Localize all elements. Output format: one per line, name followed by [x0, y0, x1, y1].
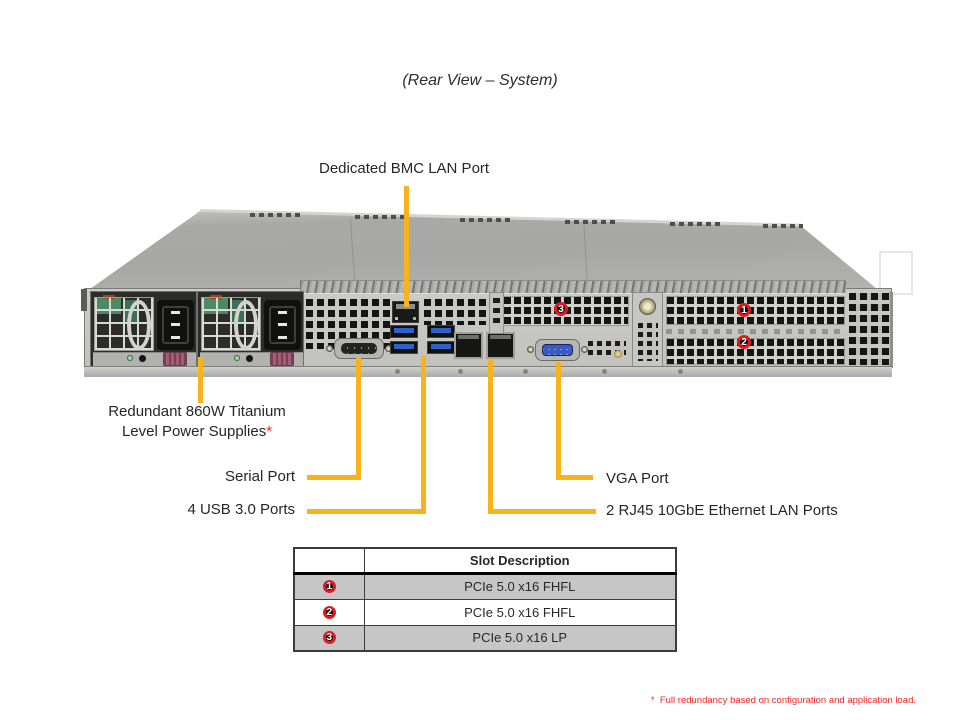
callout-line-bmc	[404, 186, 409, 307]
psu-release-latch	[270, 352, 294, 366]
usb3-port-4	[427, 341, 455, 354]
slot-2-badge: 2	[737, 335, 751, 349]
antenna-mount	[614, 350, 622, 358]
table-row: 2 PCIe 5.0 x16 FHFL	[293, 598, 677, 626]
table-row: 3 PCIe 5.0 x16 LP	[293, 624, 677, 652]
callout-label-usb: 4 USB 3.0 Ports	[187, 501, 295, 518]
psu-release-latch	[163, 352, 187, 366]
callout-line-usb	[421, 356, 426, 514]
slot-description-cell: PCIe 5.0 x16 FHFL	[363, 572, 677, 600]
rail-screw	[395, 369, 400, 374]
top-vent-dashes	[250, 213, 302, 217]
psu-status-led	[127, 355, 133, 361]
riser-bracket	[632, 292, 663, 368]
rack-ear-outline	[879, 251, 913, 295]
callout-line-psu	[198, 357, 203, 403]
rail-screw	[523, 369, 528, 374]
bracket-holes	[638, 323, 658, 361]
slot-description-cell: PCIe 5.0 x16 FHFL	[363, 598, 677, 626]
psu-vent-hole	[246, 355, 253, 362]
rj45-lan-port-1	[454, 332, 483, 359]
rail-screw	[678, 369, 683, 374]
callout-label-power-supplies: Redundant 860W Titanium Level Power Supp…	[84, 402, 310, 442]
top-vent-dashes	[565, 220, 617, 224]
callout-label-lan: 2 RJ45 10GbE Ethernet LAN Ports	[606, 502, 838, 519]
table-row: 1 PCIe 5.0 x16 FHFL	[293, 572, 677, 600]
psu-status-led	[234, 355, 240, 361]
io-bracket	[489, 292, 504, 334]
redundancy-footnote: * Full redundancy based on configuration…	[650, 695, 916, 706]
table-header-cell: Slot Description	[363, 547, 677, 575]
thumbscrew	[639, 298, 656, 315]
port-screw	[326, 345, 333, 352]
psu-label-line2: Level Power Supplies*	[121, 423, 273, 440]
callout-label-serial: Serial Port	[224, 468, 295, 485]
footnote-asterisk: *	[266, 423, 273, 440]
slot-3-badge: 3	[322, 631, 336, 645]
top-vent-dashes	[763, 224, 803, 228]
top-vent-dashes	[670, 222, 722, 226]
slot-separator	[666, 329, 845, 334]
callout-label-vga: VGA Port	[606, 470, 669, 487]
psu-handle	[127, 300, 151, 350]
ac-power-inlet	[264, 300, 301, 350]
slot-description-table: Slot Description 1 PCIe 5.0 x16 FHFL 2 P…	[293, 547, 677, 652]
usb3-port-2	[427, 325, 455, 338]
serial-port	[334, 338, 384, 359]
right-vent-grid	[849, 293, 890, 365]
ac-power-inlet	[157, 300, 194, 350]
chassis-right-edge	[889, 292, 893, 368]
callout-line-usb	[307, 509, 426, 514]
chassis-left-edge	[81, 289, 87, 311]
port-screw	[527, 346, 534, 353]
callout-line-lan	[488, 360, 493, 514]
slot-1-badge: 1	[737, 303, 751, 317]
panel-vent-holes	[424, 299, 501, 325]
top-vent-dashes	[460, 218, 512, 222]
port-screw	[581, 346, 588, 353]
top-vent-dashes	[355, 215, 407, 219]
slot-1-badge: 1	[322, 580, 336, 593]
psu-handle	[234, 300, 258, 350]
psu-label-line1: Redundant 860W Titanium	[108, 403, 286, 420]
power-supply-module-2	[197, 291, 304, 367]
power-supply-module-1	[90, 291, 197, 367]
slot-2-badge: 2	[322, 605, 336, 619]
rail-screw	[458, 369, 463, 374]
usb3-port-1	[390, 325, 418, 338]
psu-vent-hole	[139, 355, 146, 362]
slot-description-cell: PCIe 5.0 x16 LP	[363, 624, 677, 652]
callout-line-serial	[356, 358, 361, 480]
callout-line-lan	[488, 509, 596, 514]
slot-3-badge: 3	[554, 302, 568, 316]
callout-label-bmc-lan: Dedicated BMC LAN Port	[319, 160, 490, 177]
rj45-lan-port-2	[486, 332, 515, 359]
pcie-slot-2-bracket	[666, 338, 845, 365]
rear-panel-vent-strip	[300, 280, 846, 294]
callout-line-serial	[307, 475, 361, 480]
callout-line-vga	[556, 475, 593, 480]
usb3-port-3	[390, 341, 418, 354]
vga-port	[535, 339, 580, 361]
pcie-slot-1-bracket	[666, 296, 845, 325]
rail-screw	[602, 369, 607, 374]
panel-vent-holes	[588, 341, 626, 359]
page-title: (Rear View – System)	[402, 72, 558, 89]
callout-line-vga	[556, 362, 561, 480]
table-corner-cell	[293, 547, 365, 575]
table-header-row: Slot Description	[293, 547, 677, 575]
